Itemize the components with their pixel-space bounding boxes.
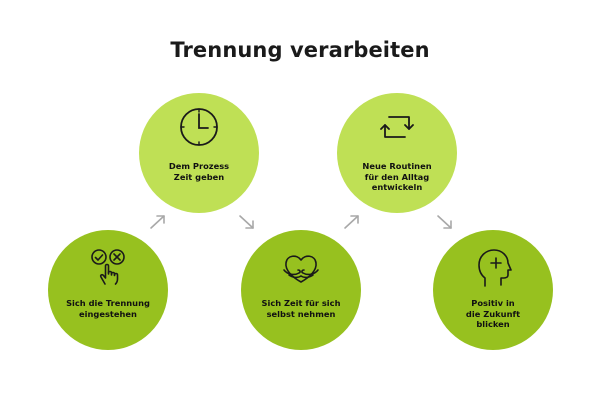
step-look-positively-to-future: Positiv in die Zukunft blicken bbox=[433, 230, 553, 350]
step-label: Sich die Trennung eingestehen bbox=[66, 298, 150, 319]
step-develop-new-routines: Neue Routinen für den Alltag entwickeln bbox=[337, 93, 457, 213]
clock-icon bbox=[177, 105, 221, 149]
step-give-process-time: Dem Prozess Zeit geben bbox=[139, 93, 259, 213]
head-plus-icon bbox=[471, 246, 515, 290]
diagram-title: Trennung verarbeiten bbox=[170, 38, 430, 62]
arrow-down-right-1 bbox=[237, 212, 257, 232]
step-label: Neue Routinen für den Alltag entwickeln bbox=[362, 161, 432, 192]
refresh-icon bbox=[375, 105, 419, 149]
step-acknowledge-separation: Sich die Trennung eingestehen bbox=[48, 230, 168, 350]
arrow-up-right-2 bbox=[342, 212, 362, 232]
step-take-time-for-self: Sich Zeit für sich selbst nehmen bbox=[241, 230, 361, 350]
arrow-down-right-2 bbox=[435, 212, 455, 232]
step-label: Positiv in die Zukunft blicken bbox=[465, 298, 521, 329]
step-label: Sich Zeit für sich selbst nehmen bbox=[261, 298, 341, 319]
arrow-up-right-1 bbox=[148, 212, 168, 232]
step-label: Dem Prozess Zeit geben bbox=[168, 161, 230, 182]
hand-check-cross-icon bbox=[86, 246, 130, 290]
self-hug-icon bbox=[279, 246, 323, 290]
